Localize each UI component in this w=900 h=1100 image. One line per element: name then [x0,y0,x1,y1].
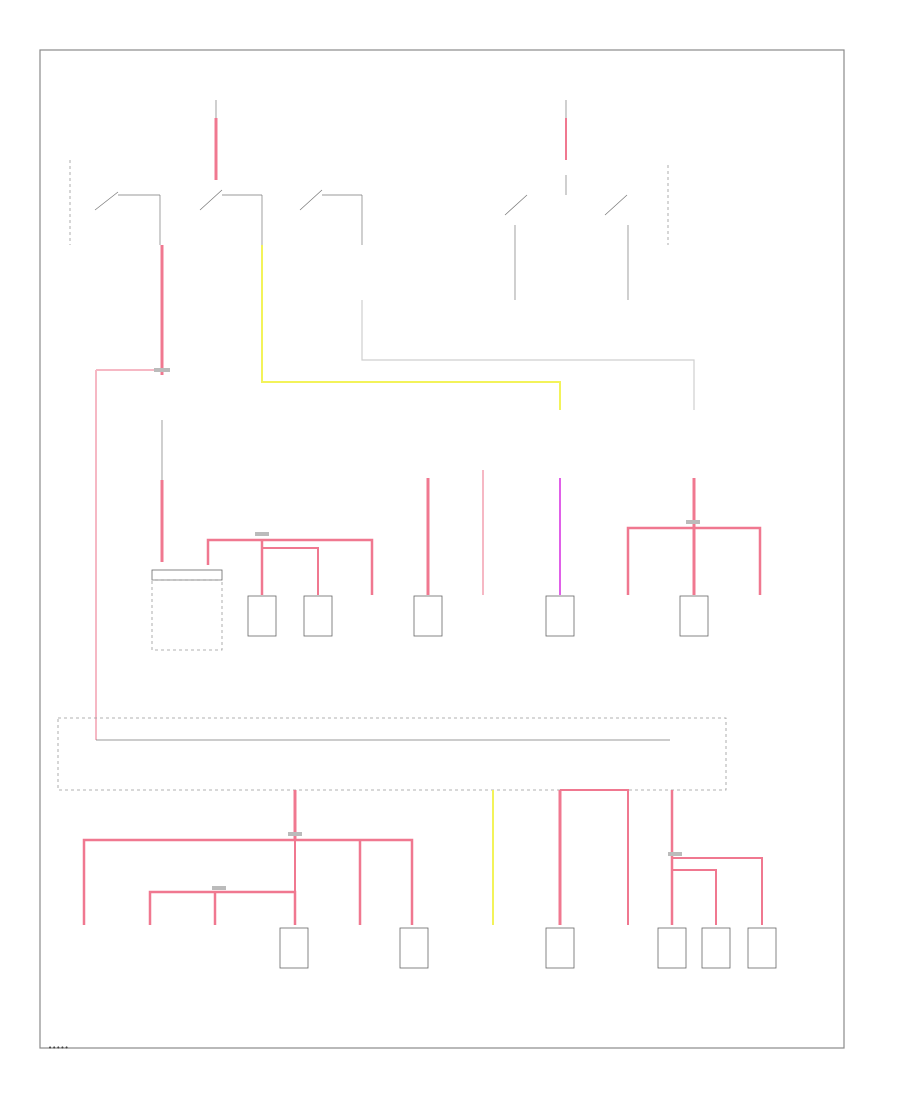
middle-row-components [151,569,709,651]
wire-pink-middle-left-branch [206,538,374,595]
lower-fuse-block [57,717,727,791]
wire-pink-lower-left-bus [82,838,414,925]
connector-markers [154,368,700,890]
top-left-fuse-block [69,100,363,245]
lower-row-components [279,927,777,969]
wire-gray-accessory [361,300,695,410]
diagram-code-label: ••••• [48,1044,69,1052]
diagram-frame [39,49,845,1049]
top-right-fuse-block [504,100,669,300]
wire-yellow-ignition [261,245,561,410]
